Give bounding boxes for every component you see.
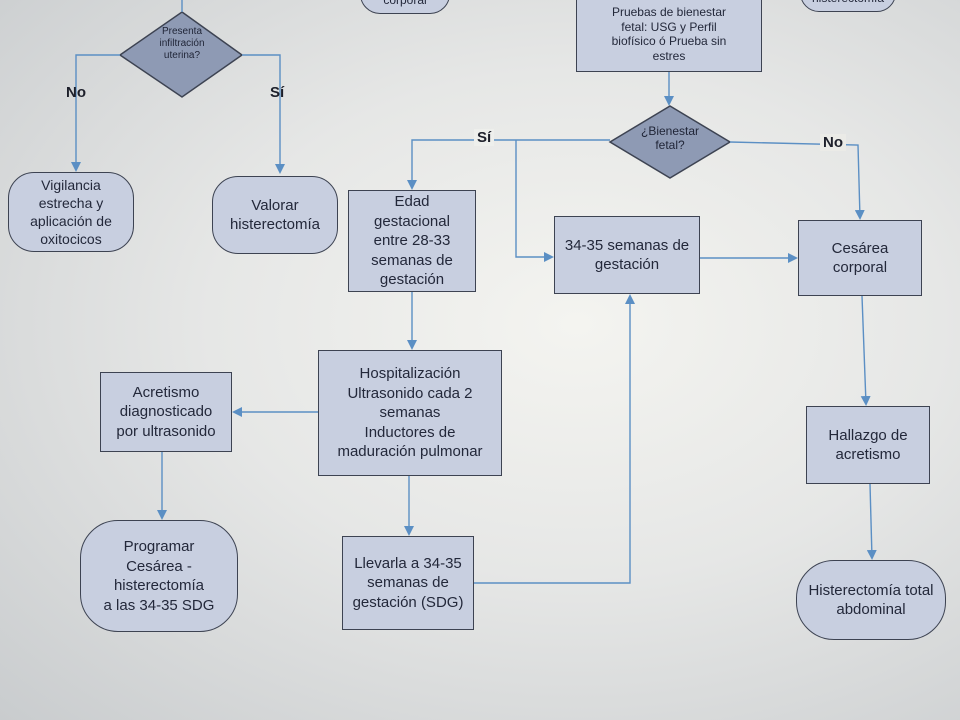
edge-label-no-infiltration: No bbox=[66, 84, 86, 101]
node-top-corporal: corporal bbox=[360, 0, 450, 14]
uterine-infiltration-question: Presenta infiltración uterina? bbox=[159, 26, 205, 61]
edge-wellbeing-si-34-35 bbox=[515, 140, 554, 262]
edge-wellbeing-si-age bbox=[407, 139, 610, 190]
edge-infiltration-no bbox=[71, 54, 120, 172]
edge-infiltration-si bbox=[242, 54, 285, 174]
uterine-infiltration-diamond bbox=[118, 11, 244, 98]
node-schedule-cesarean-hysterectomy: Programar Cesárea - histerectomía a las … bbox=[80, 520, 238, 632]
node-close-surveillance: Vigilancia estrecha y aplicación de oxit… bbox=[8, 172, 134, 252]
node-evaluate-hysterectomy: Valorar histerectomía bbox=[212, 176, 338, 254]
node-hospitalization: Hospitalización Ultrasonido cada 2 seman… bbox=[318, 350, 502, 476]
fetal-wellbeing-question: ¿Bienestar fetal? bbox=[640, 124, 700, 153]
node-bring-to-34-35: Llevarla a 34-35 semanas de gestación (S… bbox=[342, 536, 474, 630]
node-gestational-age-28-33: Edad gestacional entre 28-33 semanas de … bbox=[348, 190, 476, 292]
fetal-wellbeing-diamond bbox=[608, 105, 732, 179]
edge-finding-to-hysterectomy bbox=[866, 483, 877, 560]
node-weeks-34-35: 34-35 semanas de gestación bbox=[554, 216, 700, 294]
node-corporal-cesarean: Cesárea corporal bbox=[798, 220, 922, 296]
node-top-histerectomia: histerectomía bbox=[800, 0, 896, 12]
node-accretism-ultrasound: Acretismo diagnosticado por ultrasonido bbox=[100, 372, 232, 452]
edge-label-si-wellbeing: Sí bbox=[474, 129, 495, 146]
node-fetal-wellbeing-tests: Pruebas de bienestar fetal: USG y Perfil… bbox=[576, 0, 762, 72]
node-total-abdominal-hysterectomy: Histerectomía total abdominal bbox=[796, 560, 946, 640]
edge-wellbeing-no bbox=[729, 141, 865, 220]
edge-label-no-wellbeing: No bbox=[820, 134, 846, 151]
edge-bring-to-34-35 bbox=[474, 294, 635, 584]
node-accretism-finding: Hallazgo de acretismo bbox=[806, 406, 930, 484]
edge-cesarean-to-finding bbox=[860, 295, 871, 406]
edge-label-si-infiltration: Sí bbox=[270, 84, 285, 101]
